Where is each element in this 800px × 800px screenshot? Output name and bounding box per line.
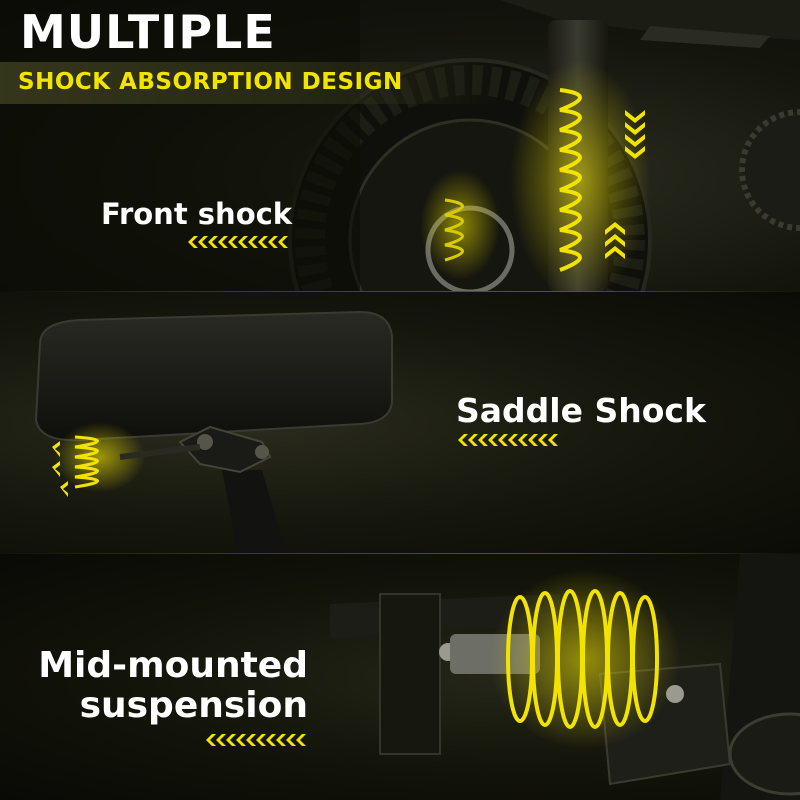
clamp-bolt-rear — [255, 445, 269, 459]
spring-rod — [119, 444, 201, 460]
front-spring-coil — [559, 88, 582, 272]
shadow-fade — [0, 0, 360, 292]
frame-plate — [379, 593, 441, 755]
saddle-photo — [34, 310, 393, 554]
clamp-bolt — [197, 434, 213, 450]
front-shock-chevron-strip — [188, 236, 288, 248]
saddle-spring-coil — [74, 435, 99, 489]
mid-suspension-label-line1: Mid-mounted — [38, 645, 308, 686]
page-title: MULTIPLE — [20, 5, 276, 59]
mid-suspension-panel: Mid-mounted suspension — [0, 554, 800, 800]
front-shock-panel: MULTIPLE SHOCK ABSORPTION DESIGN Front s… — [0, 0, 800, 292]
rebound-arrows-up — [605, 222, 625, 259]
seat-post — [222, 470, 286, 554]
saddle-arrows — [52, 441, 68, 497]
saddle-shock-chevron-strip — [458, 434, 558, 446]
frame-top — [500, 0, 800, 40]
rear-wheel-edge — [728, 712, 800, 796]
rear-spring-coil — [444, 198, 464, 262]
seat-cushion — [34, 310, 393, 442]
mid-spring-coil — [506, 589, 659, 729]
front-shock-label: Front shock — [101, 197, 293, 231]
front-wheel-photo — [0, 0, 800, 292]
compression-arrows-down — [625, 110, 645, 159]
mid-suspension-chevron-strip — [206, 734, 306, 746]
saddle-shock-label: Saddle Shock — [456, 391, 706, 430]
frame-tube — [640, 26, 770, 48]
mid-suspension-label-line2: suspension — [79, 685, 308, 726]
mid-suspension-photo — [330, 554, 800, 800]
saddle-spring-glow — [55, 422, 145, 492]
page-subtitle: SHOCK ABSORPTION DESIGN — [18, 69, 403, 95]
chainring — [739, 109, 800, 231]
subtitle-band — [0, 62, 500, 104]
saddle-shock-panel: Saddle Shock — [0, 292, 800, 554]
